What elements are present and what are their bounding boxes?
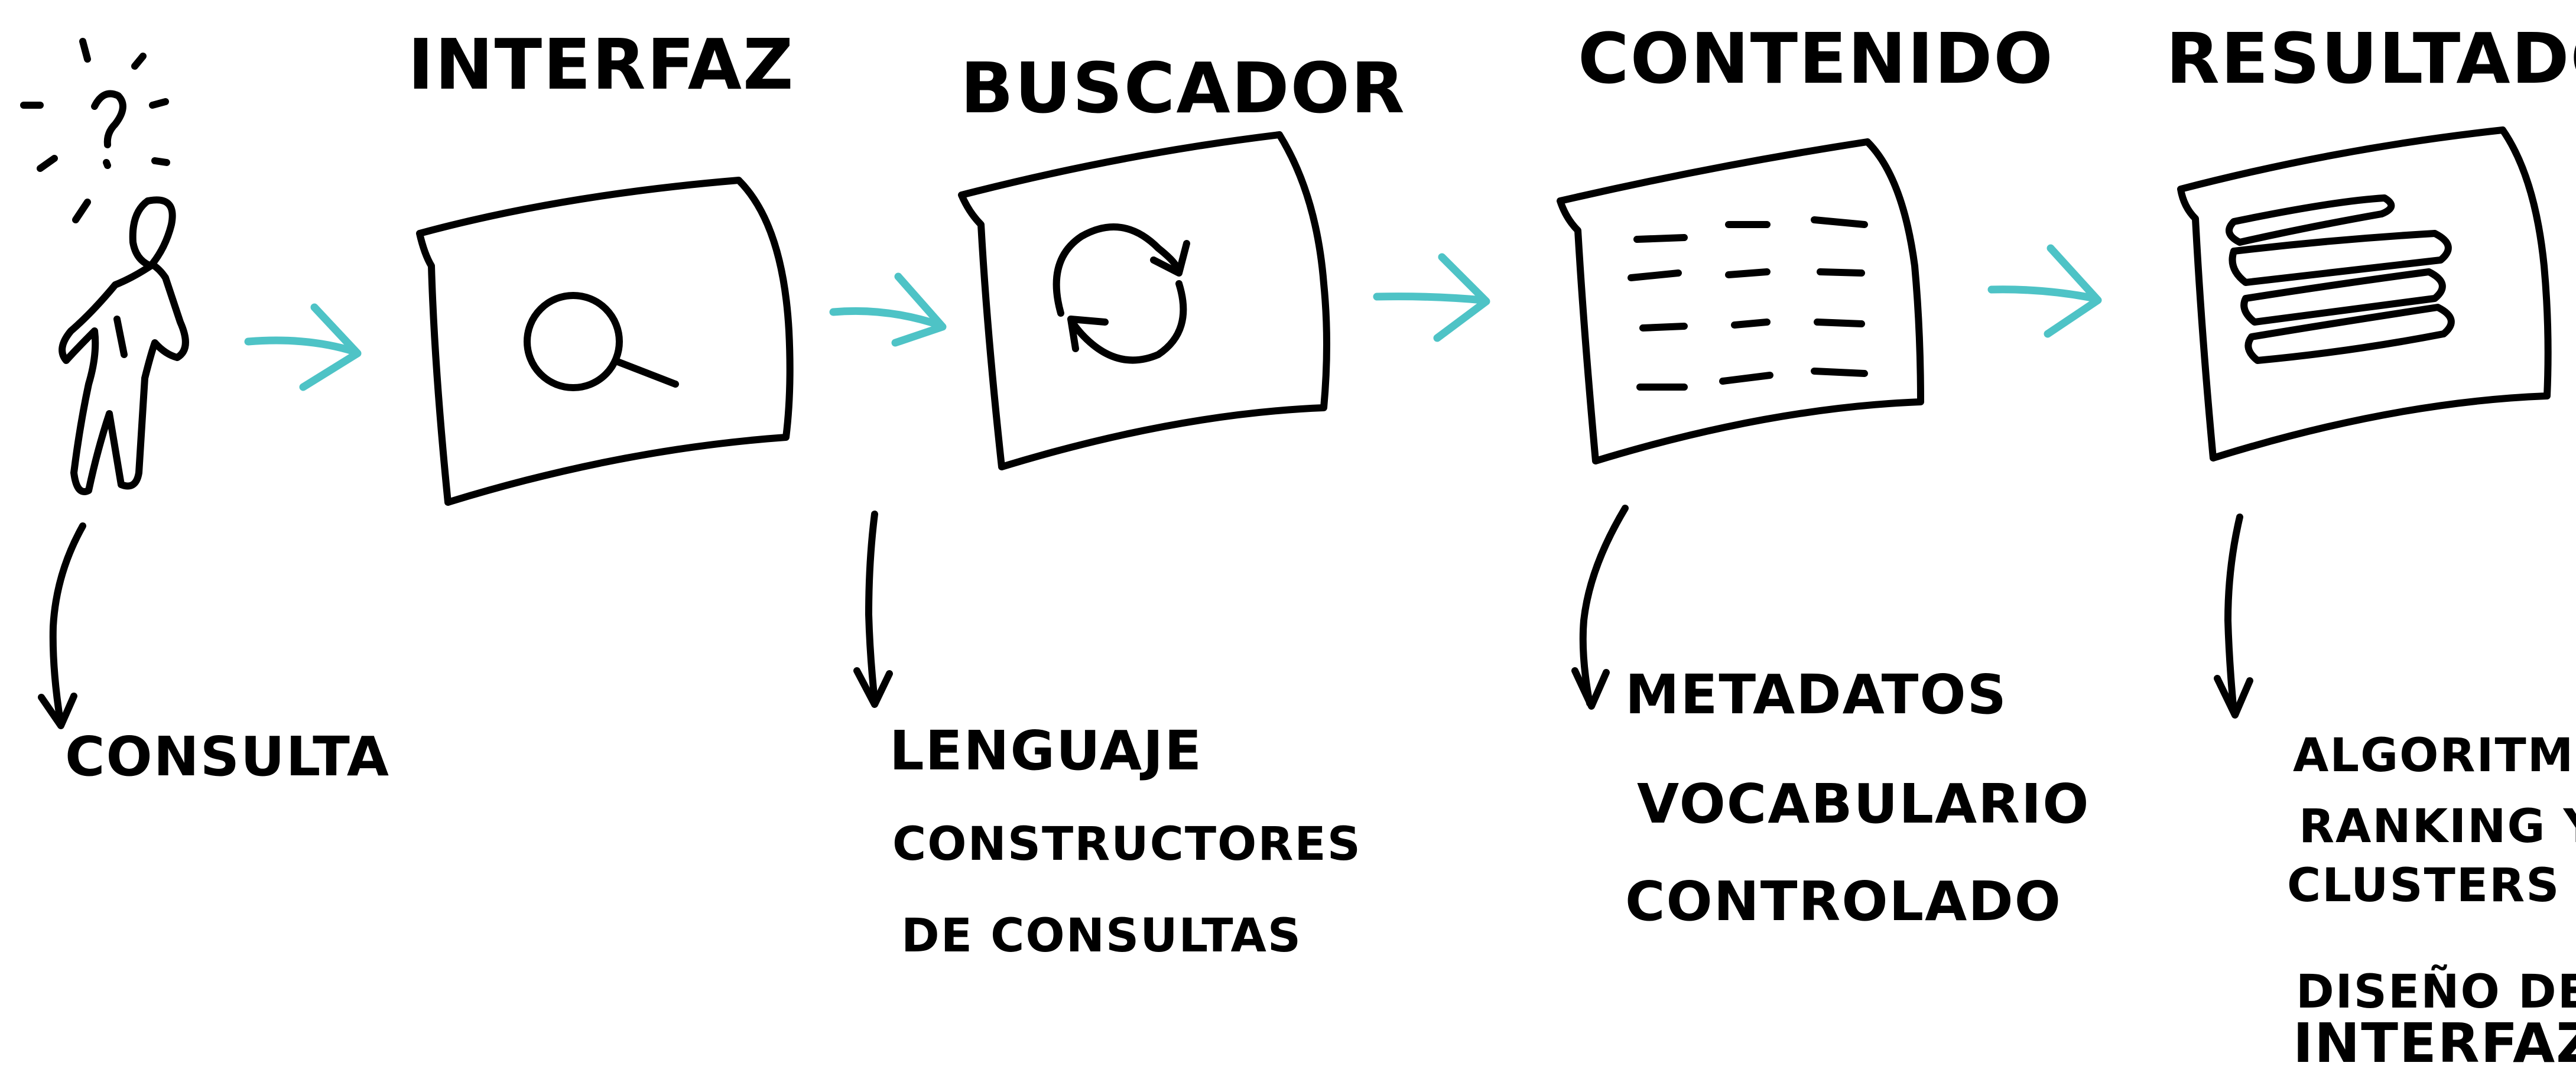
- down-arrow-person: [49, 522, 86, 724]
- note-vocabulario: VOCABULARIO: [1637, 772, 2090, 836]
- magnifier-icon: [524, 292, 679, 391]
- teal-arrow: [1373, 253, 1490, 342]
- note-de-consultas: DE CONSULTAS: [901, 909, 1302, 963]
- emphasis-stroke: [149, 98, 169, 109]
- step-heading-contenido: CONTENIDO: [1578, 18, 2054, 99]
- note-algoritmos: ALGORITMOS: [2293, 729, 2576, 782]
- note-interfaz: INTERFAZ: [2293, 1012, 2576, 1075]
- refresh-cycle-icon: [1053, 223, 1190, 364]
- panel-resultado: [2177, 126, 2552, 462]
- note-consulta: CONSULTA: [65, 725, 390, 788]
- text-lines-icon: [1628, 216, 1868, 391]
- panel-buscador: [958, 131, 1330, 470]
- panel-interfaz: [416, 177, 794, 506]
- note-controlado: CONTROLADO: [1625, 870, 2062, 933]
- note-lenguaje: LENGUAJE: [889, 719, 1203, 782]
- down-arrow-buscador: [853, 511, 893, 708]
- teal-arrow: [1987, 244, 2102, 338]
- down-arrow-contenido: [1571, 505, 1629, 710]
- teal-arrow: [244, 303, 362, 391]
- head: [129, 196, 176, 269]
- body: [59, 261, 189, 495]
- emphasis-stroke: [37, 155, 58, 172]
- emphasis-stroke: [151, 157, 170, 166]
- step-heading-buscador: BUSCADOR: [960, 47, 1406, 129]
- note-diseno-de: DISEÑO DE: [2296, 966, 2576, 1019]
- person-figure: [20, 38, 189, 495]
- question-mark-dot: [103, 159, 111, 169]
- step-heading-resultado: RESULTADO: [2166, 18, 2576, 99]
- emphasis-stroke: [72, 199, 91, 223]
- step-heading-interfaz: INTERFAZ: [408, 24, 795, 105]
- emphasis-stroke: [131, 53, 147, 70]
- arrowhead: [38, 693, 77, 729]
- emphasis-stroke: [79, 38, 91, 63]
- teal-arrow: [829, 272, 947, 347]
- panel-contenido: [1557, 138, 1924, 464]
- arm: [113, 316, 128, 358]
- note-ranking: RANKING Y: [2299, 800, 2576, 853]
- note-metadatos: METADATOS: [1625, 663, 2007, 726]
- result-list-icon: [2226, 194, 2455, 364]
- down-arrow-resultado: [2214, 514, 2253, 719]
- note-constructores: CONSTRUCTORES: [892, 818, 1362, 871]
- note-clusters: CLUSTERS: [2287, 859, 2561, 912]
- question-mark: [91, 90, 126, 148]
